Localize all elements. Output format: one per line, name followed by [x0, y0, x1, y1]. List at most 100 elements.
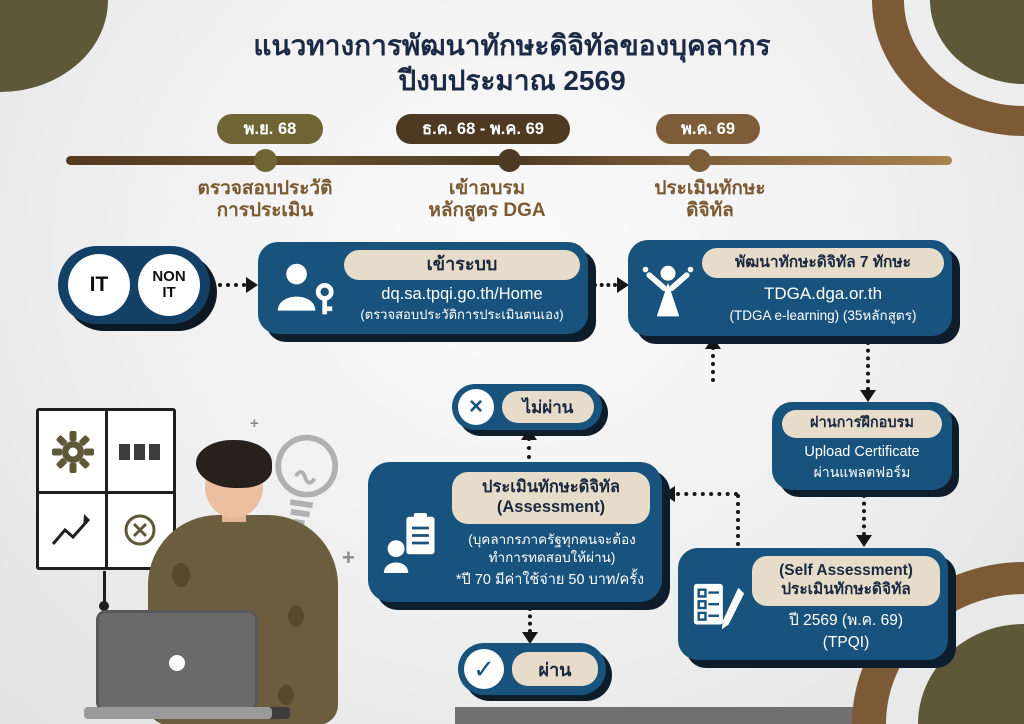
sparkle-icon: +: [342, 545, 355, 570]
arrowhead-passed-self: [856, 535, 872, 547]
pass-label-pill: ผ่าน: [512, 652, 598, 686]
timeline-label-1-line2: การประเมิน: [216, 199, 314, 221]
pass-pill: ✓ ผ่าน: [458, 643, 606, 695]
check-glyph: ✓: [473, 653, 495, 684]
arrowhead-login-develop: [617, 277, 629, 293]
timeline-node-3: [688, 149, 711, 172]
connector-assessment-pass: [528, 607, 532, 633]
whiteboard-divider-horizontal: [39, 490, 173, 494]
self-assessment-header-line1: (Self Assessment): [779, 562, 913, 580]
develop-skills-note: (TDGA e-learning) (35หลักสูตร): [729, 308, 917, 323]
login-box-header: เข้าระบบ: [344, 250, 580, 280]
person-key-icon: [272, 260, 338, 325]
timeline-badge-may69: พ.ค. 69: [656, 114, 760, 144]
whiteboard-illustration: [36, 408, 176, 570]
develop-skills-header-label: พัฒนาทักษะดิจิทัล 7 ทักษะ: [735, 253, 911, 271]
fail-label-pill: ไม่ผ่าน: [502, 391, 594, 423]
assessment-fee-note: *ปี 70 มีค่าใช้จ่าย 50 บาท/ครั้ง: [455, 572, 645, 588]
login-box-url: dq.sa.tpqi.go.th/Home: [381, 285, 543, 303]
self-assessment-line2: (TPQI): [822, 634, 870, 651]
login-box-header-label: เข้าระบบ: [426, 254, 498, 275]
timeline-badge-dec68-may69-label: ธ.ค. 68 - พ.ค. 69: [422, 120, 544, 138]
timeline-badge-nov68-label: พ.ย. 68: [243, 120, 297, 138]
fail-label: ไม่ผ่าน: [522, 397, 574, 417]
arrowhead-assessment-fail: [521, 428, 537, 440]
passed-training-header: ผ่านการฝึกอบรม: [782, 410, 942, 438]
assessment-box: ประเมินทักษะดิจิทัล (Assessment) (บุคลาก…: [368, 462, 662, 602]
page-title: แนวทางการพัฒนาทักษะดิจิทัลของบุคลากร ปีง…: [0, 28, 1024, 98]
timeline-label-2-line1: เข้าอบรม: [448, 178, 526, 199]
arrowhead-fail-develop: [705, 337, 721, 349]
timeline-badge-nov68: พ.ย. 68: [217, 114, 323, 144]
audience-it-circle: IT: [68, 254, 130, 316]
pass-label: ผ่าน: [538, 659, 572, 680]
connector-assessment-fail: [527, 437, 531, 459]
connector-self-assessment-vertical: [736, 494, 740, 546]
circle-x-icon: [106, 492, 173, 567]
gear-icon: [39, 411, 106, 492]
arrowhead-assessment-pass: [522, 632, 538, 644]
arrowhead-audience-login: [246, 277, 258, 293]
laptop: [96, 610, 258, 712]
timeline-label-2: เข้าอบรม หลักสูตร DGA: [387, 178, 587, 221]
develop-skills-header: พัฒนาทักษะดิจิทัล 7 ทักษะ: [702, 248, 944, 278]
timeline-label-3-line2: ดิจิทัล: [686, 199, 734, 221]
lightbulb-icon: [254, 423, 353, 549]
login-box-note: (ตรวจสอบประวัติการประเมินตนเอง): [360, 307, 564, 322]
audience-non-it-circle: NON IT: [138, 254, 200, 316]
passed-training-line2: ผ่านแพลตฟอร์ม: [813, 464, 911, 480]
laptop-keyboard: [84, 707, 272, 719]
checklist-pencil-icon: [690, 578, 748, 645]
arrowhead-self-to-assessment: [663, 486, 675, 502]
check-circle-icon: ✓: [464, 649, 504, 689]
whiteboard-divider-vertical: [104, 411, 108, 567]
page-title-line1: แนวทางการพัฒนาทักษะดิจิทัลของบุคลากร: [253, 30, 771, 61]
self-assessment-header: (Self Assessment) ประเมินทักษะดิจิทัล: [752, 556, 940, 606]
self-assessment-box: (Self Assessment) ประเมินทักษะดิจิทัล ปี…: [678, 548, 948, 660]
fail-pill: × ไม่ผ่าน: [452, 384, 602, 430]
assessment-header-line2: (Assessment): [496, 498, 606, 516]
connector-login-develop: [593, 283, 617, 287]
connector-fail-develop: [711, 346, 715, 382]
sparkle-icon-small: +: [250, 415, 259, 432]
audience-pill: IT NON IT: [58, 246, 210, 324]
person-hair: [196, 440, 272, 488]
timeline-label-3: ประเมินทักษะ ดิจิทัล: [610, 178, 810, 221]
shirt-spot: [288, 605, 304, 627]
assessment-note-line1: (บุคลากรภาครัฐทุกคนจะต้อง: [468, 532, 636, 547]
x-glyph: ×: [468, 393, 483, 420]
self-assessment-header-line2: ประเมินทักษะดิจิทัล: [781, 581, 911, 598]
person-achievement-icon: [638, 262, 698, 327]
timeline-label-1-line1: ตรวจสอบประวัติ: [197, 178, 333, 199]
passed-training-box: ผ่านการฝึกอบรม Upload Certificate ผ่านแพ…: [772, 402, 952, 490]
timeline-node-1: [254, 149, 277, 172]
shirt-spot: [278, 685, 294, 705]
whiteboard-foot: [99, 601, 109, 611]
connector-self-assessment-horizontal: [676, 492, 738, 496]
login-box: เข้าระบบ dq.sa.tpqi.go.th/Home (ตรวจสอบป…: [258, 242, 588, 334]
timeline-label-1: ตรวจสอบประวัติ การประเมิน: [165, 178, 365, 221]
timeline-badge-may69-label: พ.ค. 69: [680, 120, 736, 138]
person-clipboard-icon: [382, 510, 442, 581]
passed-training-header-label: ผ่านการฝึกอบรม: [810, 415, 914, 432]
shirt-spot: [172, 563, 190, 587]
self-assessment-line1: ปี 2569 (พ.ค. 69): [788, 612, 903, 629]
connector-develop-passed: [866, 341, 870, 391]
assessment-header-line1: ประเมินทักษะดิจิทัล: [482, 478, 620, 497]
assessment-header: ประเมินทักษะดิจิทัล (Assessment): [452, 472, 650, 524]
page-title-line2: ปีงบประมาณ 2569: [398, 65, 626, 96]
connector-passed-self: [862, 494, 866, 536]
develop-skills-box: พัฒนาทักษะดิจิทัล 7 ทักษะ TDGA.dga.or.th…: [628, 240, 952, 336]
timeline-badge-dec68-may69: ธ.ค. 68 - พ.ค. 69: [396, 114, 570, 144]
connector-audience-login: [218, 283, 246, 287]
develop-skills-url: TDGA.dga.or.th: [763, 284, 883, 303]
timeline-label-3-line1: ประเมินทักษะ: [654, 178, 766, 199]
audience-it-label: IT: [89, 273, 109, 296]
timeline-label-2-line2: หลักสูตร DGA: [428, 199, 546, 221]
line-chart-icon: [39, 492, 106, 567]
whiteboard-pole: [103, 571, 106, 603]
arrowhead-develop-passed: [860, 390, 876, 402]
x-circle-icon: ×: [458, 389, 494, 425]
timeline-node-2: [498, 149, 521, 172]
